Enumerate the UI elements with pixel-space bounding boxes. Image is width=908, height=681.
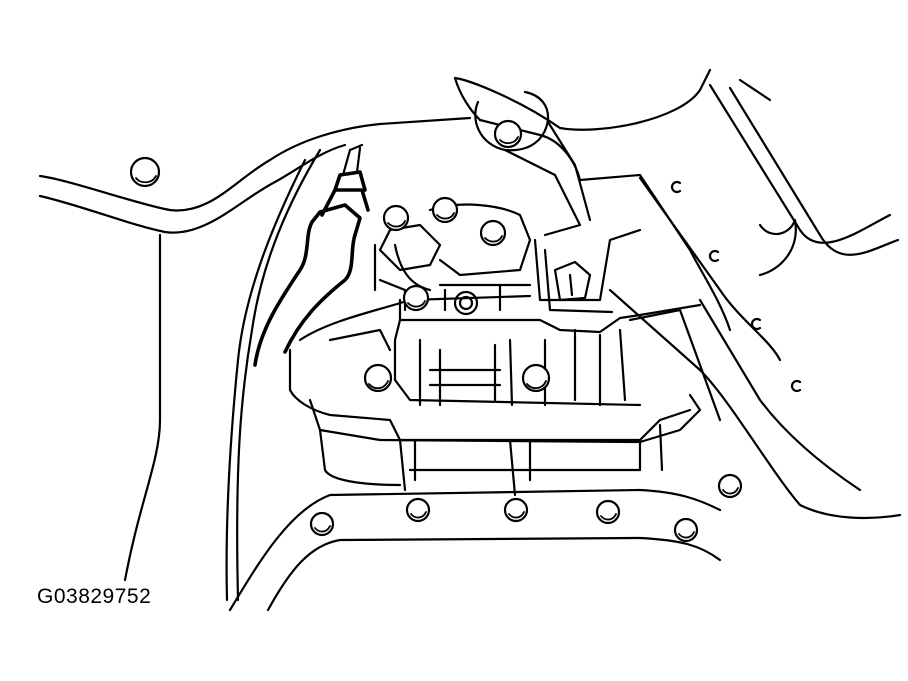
bolt: [402, 284, 430, 312]
figure-code-caption: G03829752: [37, 585, 152, 608]
bolt: [595, 499, 621, 525]
bolt: [129, 156, 161, 188]
bolt: [673, 517, 699, 543]
bolt: [479, 219, 507, 247]
bracket: [474, 90, 642, 314]
bolt: [309, 511, 335, 537]
bolt: [431, 196, 459, 224]
bolt: [521, 363, 551, 393]
bolt: [717, 473, 743, 499]
casting-marks: [670, 180, 802, 393]
bolt: [493, 119, 523, 149]
bolt: [382, 204, 410, 232]
bolt: [503, 497, 529, 523]
bolt: [405, 497, 431, 523]
valve-body: [288, 294, 722, 497]
wire-harness-connector: [253, 143, 370, 367]
housing-outline: [38, 76, 482, 602]
bolt: [363, 363, 393, 393]
right-housing: [453, 68, 902, 520]
bolt-group: [129, 119, 743, 543]
oil-pan-flange: [228, 488, 722, 612]
